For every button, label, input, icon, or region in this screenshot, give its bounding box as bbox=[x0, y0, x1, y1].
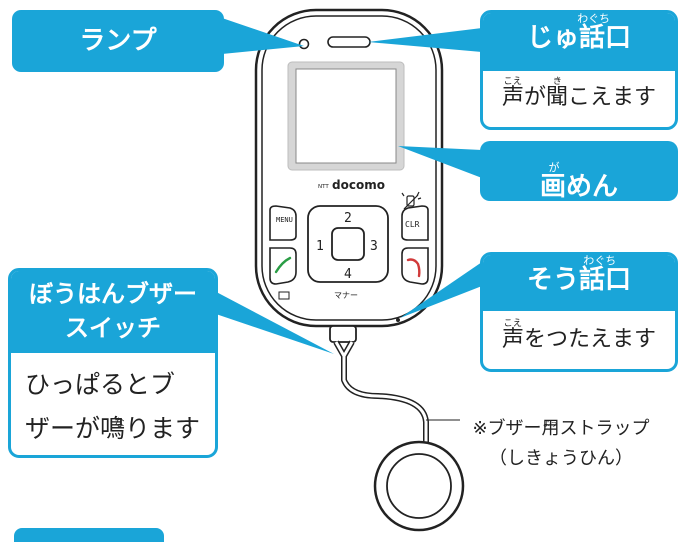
buzzer-title-line1: ぼうはんブザー bbox=[29, 280, 197, 308]
buzzer-desc-line1: ひっぱるとブ bbox=[25, 370, 176, 399]
svg-text:MENU: MENU bbox=[276, 216, 293, 224]
lamp-leader bbox=[222, 18, 304, 54]
mic-hole bbox=[396, 318, 400, 322]
strap-note-line2: （しきょうひん） bbox=[489, 448, 633, 469]
mouthpiece-leader bbox=[400, 262, 482, 318]
buzzer-leader bbox=[186, 276, 334, 354]
dpad-up-label: 2 bbox=[344, 211, 352, 226]
earpiece-ruby-voice: こえ bbox=[503, 76, 522, 88]
screen-leader bbox=[398, 146, 482, 178]
mouthpiece-title: そう話口 わぐち bbox=[483, 255, 675, 311]
mouthpiece-desc-text: 声をつたえます bbox=[501, 327, 656, 352]
buzzer-desc-line2: ザーが鳴ります bbox=[25, 414, 201, 443]
buzzer-switch-callout: ぼうはんブザー スイッチ ひっぱるとブ ザーが鳴ります な bbox=[8, 268, 218, 458]
earpiece-slot bbox=[327, 36, 371, 48]
buzzer-ruby-ring: な bbox=[114, 416, 125, 429]
mouthpiece-callout: そう話口 わぐち 声をつたえます こえ bbox=[480, 252, 678, 372]
lamp-icon bbox=[298, 38, 310, 50]
clear-key[interactable]: CLR bbox=[401, 205, 429, 241]
next-section-tab bbox=[14, 528, 164, 542]
strap-note: ※ブザー用ストラップ よう （しきょうひん） bbox=[456, 414, 666, 474]
end-call-icon bbox=[406, 258, 421, 278]
buzzer-title-line2: スイッチ bbox=[65, 314, 161, 342]
phone-inner-rim bbox=[261, 15, 437, 321]
dpad-down-label: 4 bbox=[344, 267, 352, 282]
call-icon bbox=[274, 256, 292, 274]
screen-title-text: 画めん bbox=[539, 172, 618, 202]
earpiece-ruby-listen: き bbox=[552, 76, 563, 88]
mouthpiece-title-text: そう話口 bbox=[526, 265, 631, 295]
earpiece-description: 声が聞こえます こえ き bbox=[483, 71, 675, 111]
call-key[interactable] bbox=[269, 247, 297, 285]
lamp-title: ランプ bbox=[79, 26, 157, 56]
screen-callout: 画めん が bbox=[480, 141, 678, 202]
buzzer-strap bbox=[333, 340, 429, 444]
buzzer-ring-inner bbox=[386, 453, 452, 519]
svg-text:CLR: CLR bbox=[405, 220, 420, 229]
earpiece-desc-text: 声が聞こえます bbox=[501, 85, 656, 110]
buzzer-switch-title: ぼうはんブザー スイッチ bbox=[11, 271, 215, 353]
earpiece-title-text: じゅ話口 bbox=[526, 23, 631, 53]
lamp-callout: ランプ bbox=[12, 10, 224, 72]
mouthpiece-ruby-voice: こえ bbox=[503, 318, 522, 330]
dpad-center bbox=[331, 227, 365, 261]
strap-post bbox=[329, 325, 357, 343]
mouthpiece-description: 声をつたえます こえ bbox=[483, 311, 675, 353]
dpad-right-label: 3 bbox=[370, 239, 378, 254]
end-key[interactable] bbox=[401, 247, 429, 285]
earpiece-callout: じゅ話口 わぐち 声が聞こえます こえ き bbox=[480, 10, 678, 130]
strap-note-ruby: よう bbox=[542, 419, 558, 429]
earpiece-title-ruby: わぐち bbox=[577, 12, 610, 26]
brand-prefix: NTT bbox=[318, 184, 329, 190]
menu-key[interactable]: MENU bbox=[269, 205, 297, 241]
book-icon bbox=[278, 291, 290, 300]
earpiece-title: じゅ話口 わぐち bbox=[483, 13, 675, 71]
screen bbox=[295, 68, 397, 164]
manner-icon bbox=[401, 191, 422, 210]
brand-logo: docomo bbox=[332, 178, 385, 192]
buzzer-switch-description: ひっぱるとブ ザーが鳴ります な bbox=[11, 353, 215, 451]
manner-label: マナー bbox=[334, 291, 358, 300]
mouthpiece-title-ruby: わぐち bbox=[583, 254, 617, 268]
screen-title-ruby: が bbox=[548, 161, 560, 175]
earpiece-leader bbox=[368, 28, 482, 52]
dpad-left-label: 1 bbox=[316, 239, 324, 254]
strap-note-line1: ※ブザー用ストラップ bbox=[472, 418, 650, 439]
